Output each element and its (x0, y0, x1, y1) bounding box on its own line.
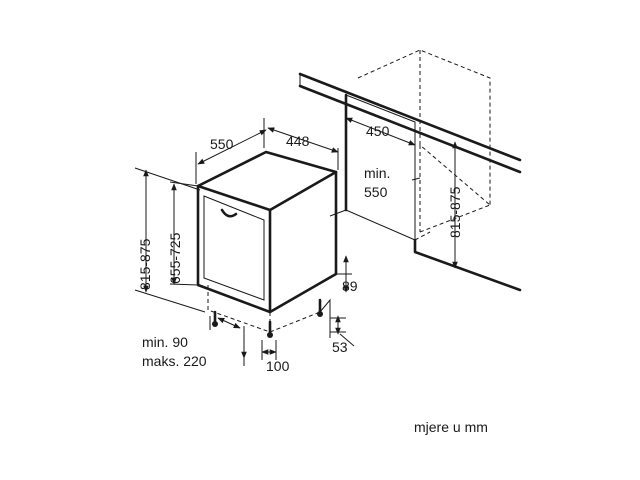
height-extension-bottom (134, 289, 206, 313)
worktop-top-edge (298, 72, 522, 162)
plinth-range-dimension (217, 317, 241, 329)
depth-dimension (197, 129, 267, 165)
niche-height-label: 815-875 (447, 186, 463, 238)
niche-depth-min-label: min. (364, 165, 390, 181)
plinth-offset-ticks (330, 317, 346, 333)
width-label: 448 (286, 133, 310, 149)
door-handle (220, 208, 238, 218)
floor-line (413, 238, 522, 292)
niche-left-wall-bottom (345, 209, 416, 241)
foot-front (212, 321, 218, 327)
door-height-extension-top (169, 181, 199, 187)
width-dimension (267, 127, 339, 153)
depth-label: 550 (210, 136, 234, 152)
plinth-max-label: maks. 220 (142, 353, 207, 369)
niche-depth-value-label: 550 (364, 184, 388, 200)
plinth-side (269, 311, 321, 333)
niche-floor-joint (414, 231, 431, 241)
niche-depth-tick (411, 177, 421, 181)
dishwasher-door (196, 184, 272, 314)
foot-right (317, 311, 323, 317)
plinth-offset-extension (319, 298, 331, 338)
height-label: 815-875 (137, 238, 153, 290)
foot-setback-extensions (261, 340, 277, 360)
foot-left (267, 332, 273, 338)
door-height-label: 655-725 (167, 232, 183, 284)
plinth-height-label: 89 (342, 278, 358, 294)
plinth-min-label: min. 90 (142, 334, 188, 350)
worktop-bottom-edge (298, 84, 522, 174)
plinth-offset-label: 53 (332, 339, 348, 355)
niche-floor-stub (329, 209, 347, 217)
niche-drawing: 450 min. 550 815-875 (298, 49, 522, 292)
plinth-offset-leader (339, 333, 355, 347)
niche-width-label: 450 (366, 123, 390, 139)
height-extension-top (134, 167, 201, 191)
dishwasher-side (268, 170, 338, 314)
door-panel (203, 195, 265, 301)
dishwasher-drawing: 550 448 815-875 655-725 89 53 min. 90 ma… (134, 118, 358, 374)
plinth-outline (207, 285, 271, 333)
niche-width-dimension (345, 117, 416, 146)
foot-setback-label: 100 (266, 358, 290, 374)
niche-back-top (357, 49, 491, 205)
units-note: mjere u mm (414, 419, 488, 435)
dishwasher-top (196, 150, 338, 212)
